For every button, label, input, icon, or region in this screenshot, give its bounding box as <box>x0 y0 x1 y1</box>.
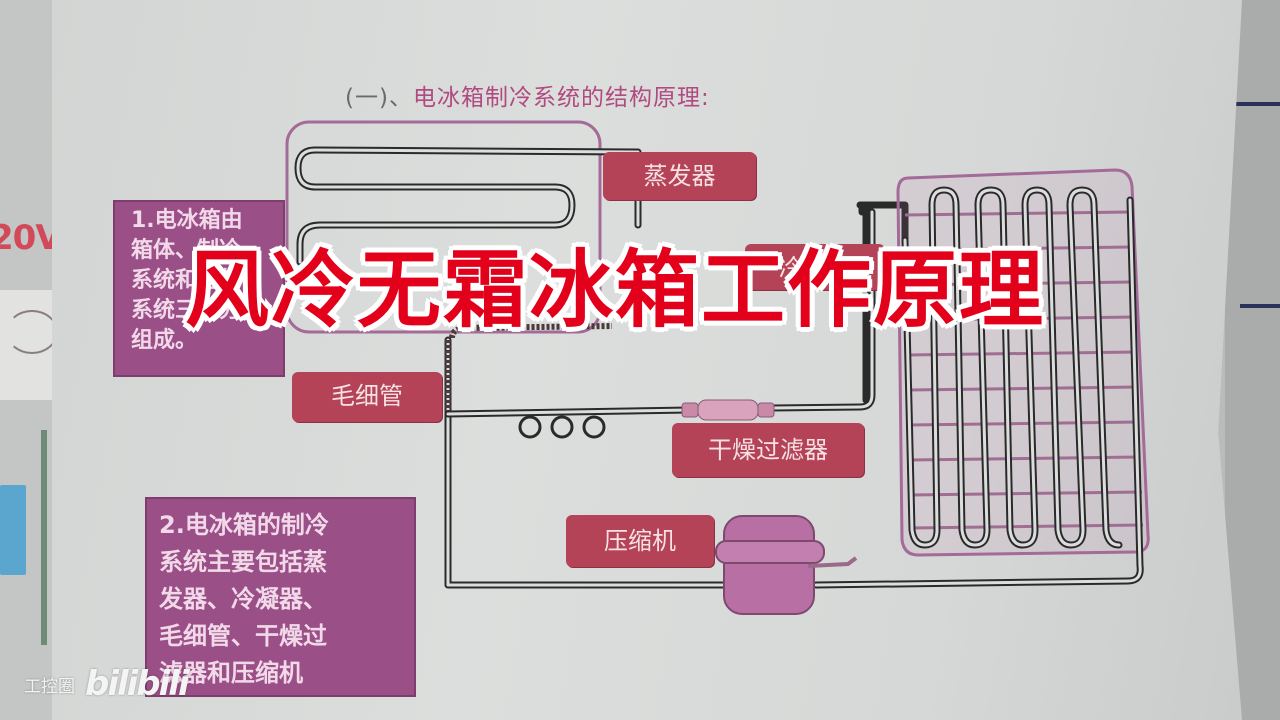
info-box-structure: 1.电冰箱由 箱体、制冷 系统和电气 系统三部分 组成。 <box>113 200 285 377</box>
condenser-label: 冷凝器 <box>745 244 885 290</box>
bilibili-logo-icon: bilibili <box>85 664 190 704</box>
capillary-loop <box>550 415 574 439</box>
section-title: 电冰箱制冷系统的结构原理: <box>412 85 710 111</box>
compressor-part <box>715 515 858 615</box>
suction-line <box>444 336 734 589</box>
evaporator-outline <box>285 120 602 334</box>
evaporator-coil <box>294 146 642 266</box>
info-line: 系统和电气 <box>131 268 242 293</box>
info-line: 毛细管、干燥过 <box>159 622 327 650</box>
capillary-coil <box>449 323 613 339</box>
info-line: 滤器和压缩机 <box>159 659 303 687</box>
capillary-label: 毛细管 <box>292 372 442 422</box>
background-green-bar <box>41 430 47 645</box>
info-line: 发器、冷凝器、 <box>159 585 327 613</box>
video-watermark: 工控圈 bilibili <box>24 664 190 704</box>
info-line: 系统三部分 <box>131 298 242 323</box>
capillary-loop <box>518 415 542 439</box>
info-line: 组成。 <box>131 328 198 353</box>
discharge-line <box>812 196 1144 589</box>
background-blue-image <box>0 485 26 575</box>
capillary-loop <box>582 415 606 439</box>
background-right-line <box>1240 304 1280 308</box>
section-heading: (一)、电冰箱制冷系统的结构原理: <box>345 78 710 112</box>
info-line: 2.电冰箱的制冷 <box>159 511 329 539</box>
drier-filter-label: 干燥过滤器 <box>672 423 864 477</box>
background-right-line <box>1232 102 1280 106</box>
compressor-label: 压缩机 <box>566 515 714 567</box>
channel-name: 工控圈 <box>24 676 75 697</box>
evaporator-label: 蒸发器 <box>603 152 756 200</box>
condenser-inlet <box>856 201 909 404</box>
drier-filter-part <box>681 399 775 421</box>
info-box-components: 2.电冰箱的制冷 系统主要包括蒸 发器、冷凝器、 毛细管、干燥过 滤器和压缩机 <box>145 497 416 697</box>
condenser-coil <box>901 186 1123 549</box>
info-line: 系统主要包括蒸 <box>159 548 327 576</box>
background-voltage-text: 20V <box>0 218 62 258</box>
video-overlay-title: 风冷无霜冰箱工作原理 <box>184 241 1045 339</box>
section-number: (一)、 <box>345 85 413 111</box>
info-line: 1.电冰箱由 <box>131 208 243 233</box>
info-line: 箱体、制冷 <box>131 238 242 263</box>
